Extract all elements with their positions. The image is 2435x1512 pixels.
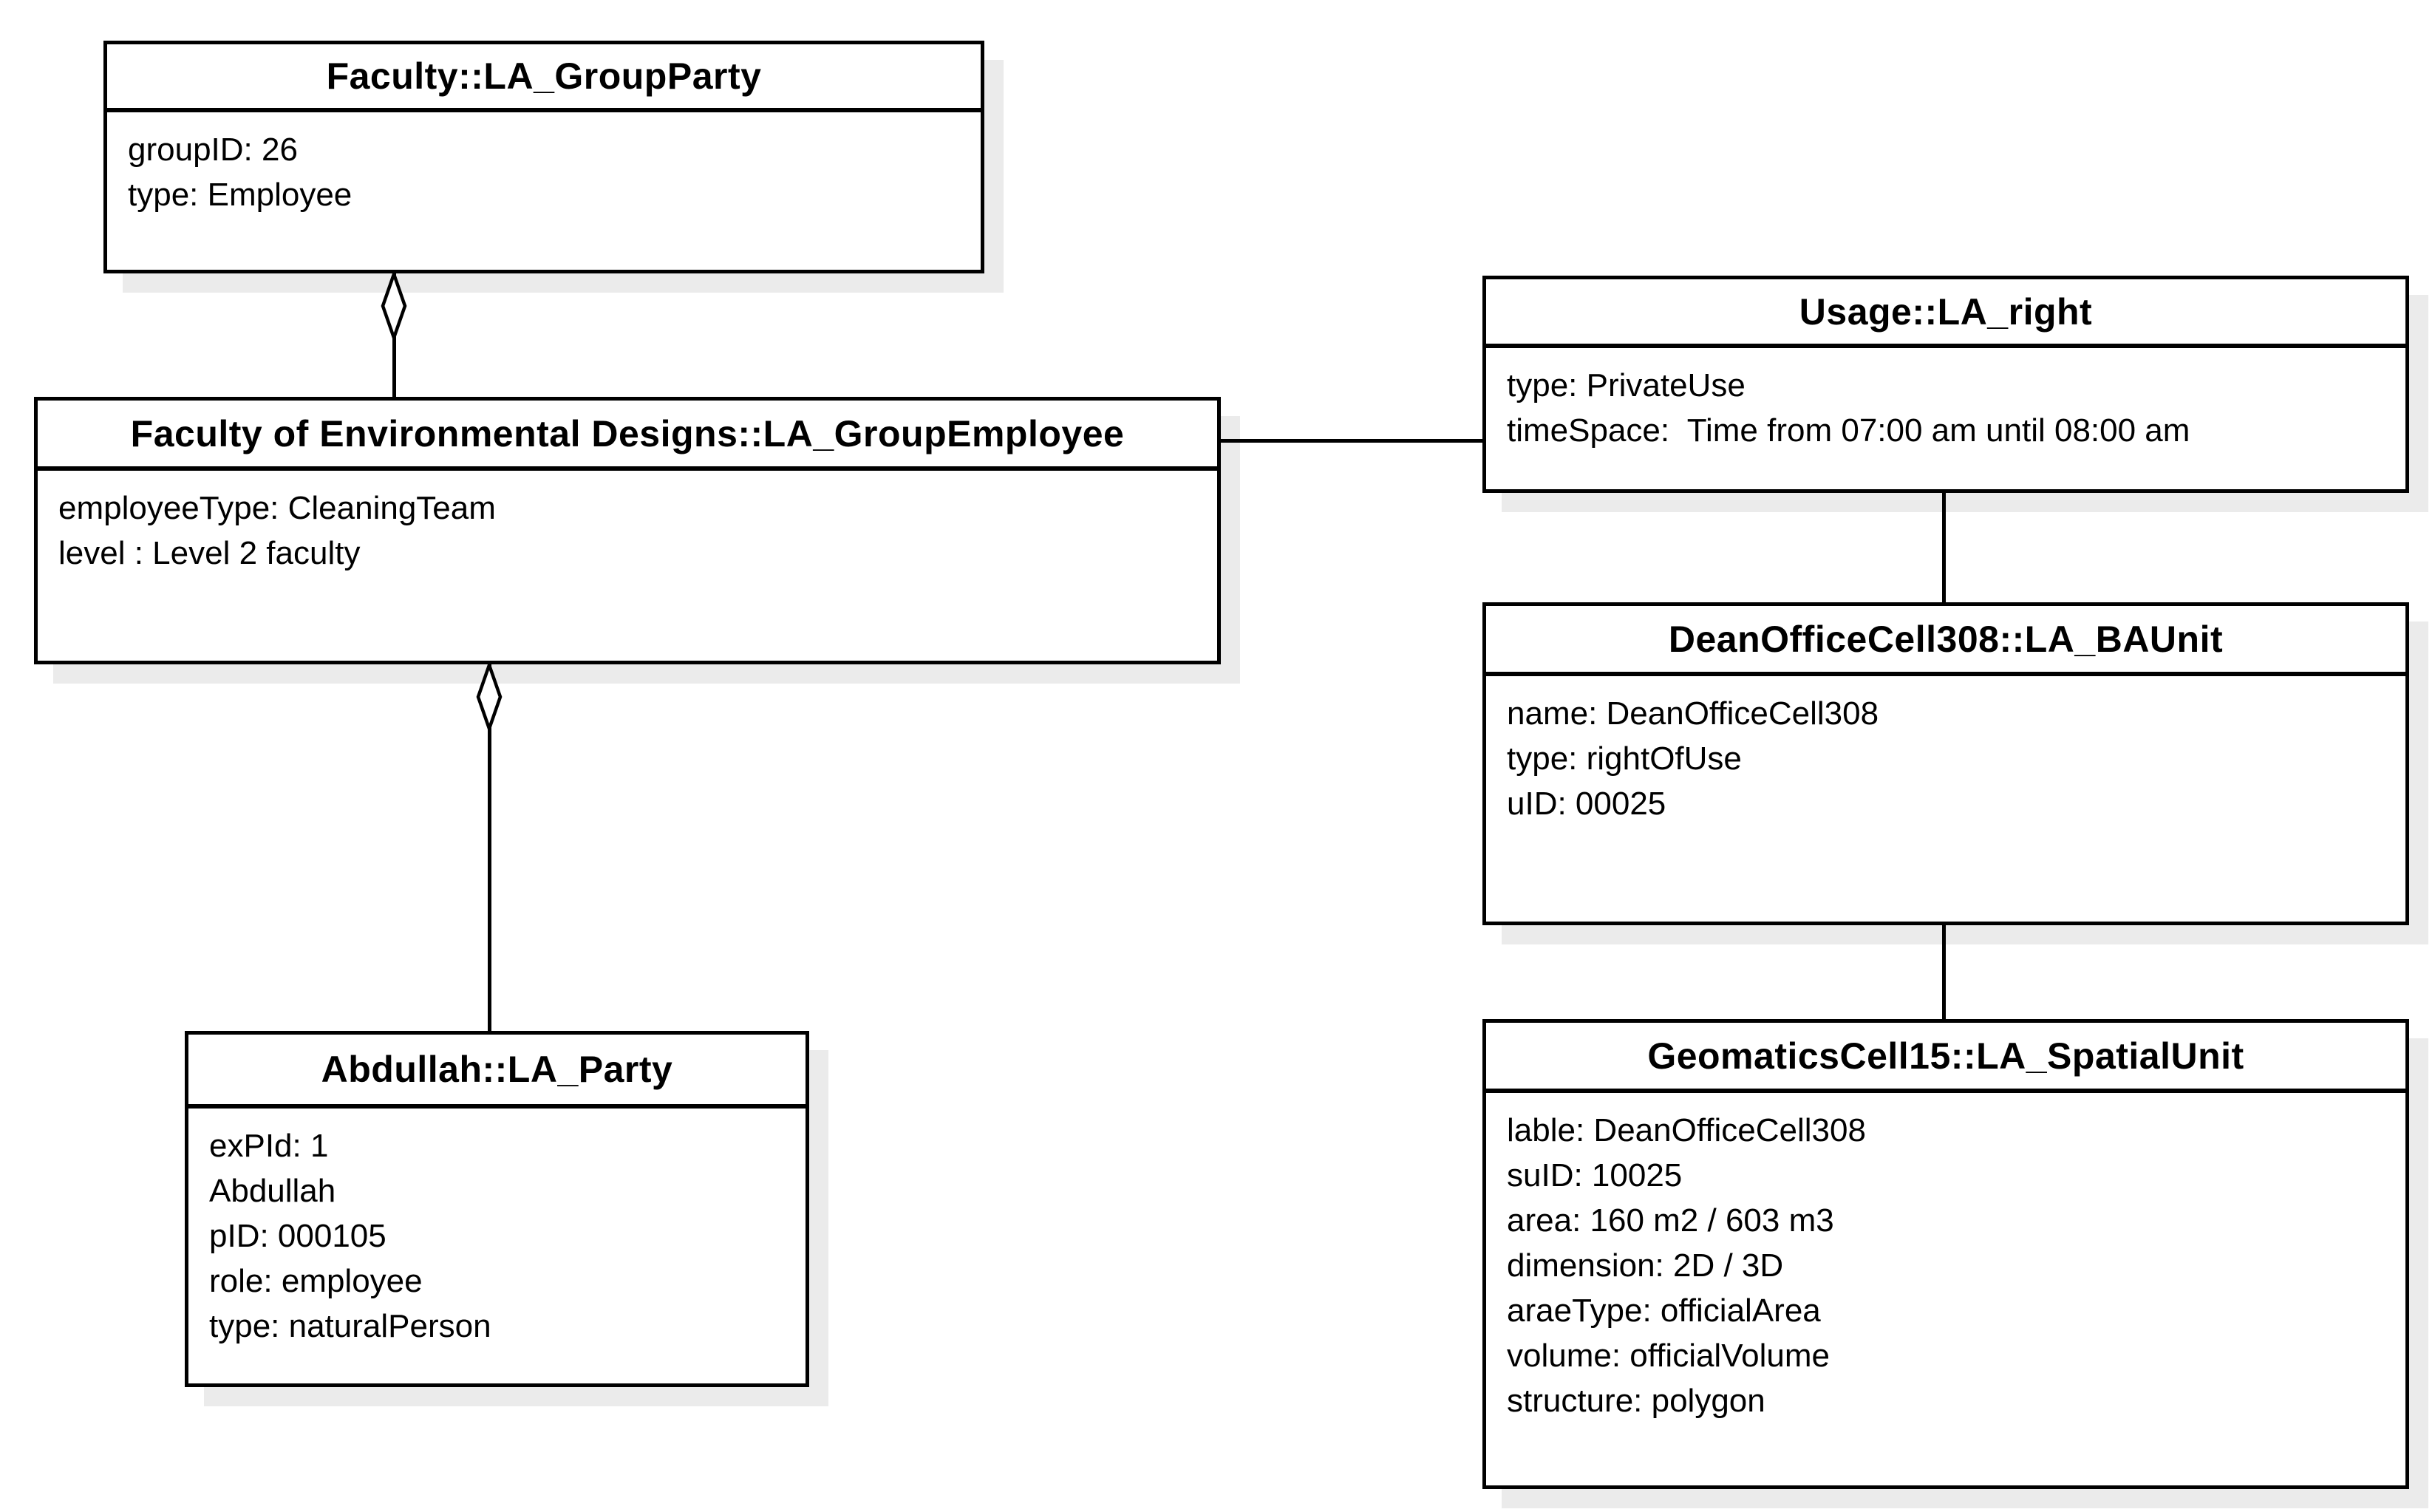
class-attribute: dimension: 2D / 3D xyxy=(1507,1247,1784,1284)
class-title: GeomaticsCell15::LA_SpatialUnit xyxy=(1486,1023,2405,1093)
class-attribute: araeType: officialArea xyxy=(1507,1293,1821,1329)
class-attribute: Abdullah xyxy=(209,1173,336,1209)
class-attribute: exPId: 1 xyxy=(209,1128,329,1164)
class-geomaticscell15-la-spatialunit: GeomaticsCell15::LA_SpatialUnit lable: D… xyxy=(1482,1019,2409,1489)
class-attribute: name: DeanOfficeCell308 xyxy=(1507,695,1879,732)
class-attribute: type: naturalPerson xyxy=(209,1308,491,1344)
aggregation-diamond-icon xyxy=(381,272,407,340)
association-line-usage-to-baunit xyxy=(1942,491,1946,604)
class-attribute: level : Level 2 faculty xyxy=(58,535,361,571)
class-attribute: groupID: 26 xyxy=(128,132,298,168)
class-abdullah-la-party: Abdullah::LA_Party exPId: 1 Abdullah pID… xyxy=(185,1031,809,1387)
class-attribute: volume: officialVolume xyxy=(1507,1338,1830,1374)
aggregation-line-groupemployee-to-party xyxy=(488,663,491,1032)
class-faculty-la-groupparty: Faculty::LA_GroupParty groupID: 26 type:… xyxy=(103,41,984,273)
class-attribute-compartment: groupID: 26 type: Employee xyxy=(107,112,981,217)
class-title: Usage::LA_right xyxy=(1486,279,2405,348)
class-attribute: area: 160 m2 / 603 m3 xyxy=(1507,1202,1834,1239)
class-attribute-compartment: name: DeanOfficeCell308 type: rightOfUse… xyxy=(1486,676,2405,826)
class-title: Faculty::LA_GroupParty xyxy=(107,44,981,112)
aggregation-diamond-icon xyxy=(476,663,503,731)
class-attribute: uID: 00025 xyxy=(1507,786,1666,822)
class-attribute: structure: polygon xyxy=(1507,1383,1765,1419)
class-attribute: type: rightOfUse xyxy=(1507,740,1742,777)
class-title: Faculty of Environmental Designs::LA_Gro… xyxy=(38,401,1217,471)
class-title: DeanOfficeCell308::LA_BAUnit xyxy=(1486,606,2405,676)
class-attribute-compartment: exPId: 1 Abdullah pID: 000105 role: empl… xyxy=(188,1109,806,1349)
class-attribute: pID: 000105 xyxy=(209,1218,386,1254)
class-attribute-compartment: employeeType: CleaningTeam level : Level… xyxy=(38,471,1217,576)
class-attribute: employeeType: CleaningTeam xyxy=(58,490,496,526)
class-attribute: lable: DeanOfficeCell308 xyxy=(1507,1112,1866,1148)
class-faculty-environmental-designs-la-groupemployee: Faculty of Environmental Designs::LA_Gro… xyxy=(34,397,1221,664)
class-attribute: role: employee xyxy=(209,1263,423,1299)
class-attribute: timeSpace: Time from 07:00 am until 08:0… xyxy=(1507,412,2190,449)
class-attribute: suID: 10025 xyxy=(1507,1157,1683,1193)
class-deanofficecell308-la-baunit: DeanOfficeCell308::LA_BAUnit name: DeanO… xyxy=(1482,602,2409,925)
class-attribute-compartment: lable: DeanOfficeCell308 suID: 10025 are… xyxy=(1486,1093,2405,1423)
class-title: Abdullah::LA_Party xyxy=(188,1035,806,1109)
association-line-baunit-to-spatialunit xyxy=(1942,924,1946,1021)
association-line-groupemployee-to-usage xyxy=(1219,439,1484,443)
class-attribute-compartment: type: PrivateUse timeSpace: Time from 07… xyxy=(1486,348,2405,453)
class-attribute: type: PrivateUse xyxy=(1507,367,1746,403)
class-attribute: type: Employee xyxy=(128,177,353,213)
class-usage-la-right: Usage::LA_right type: PrivateUse timeSpa… xyxy=(1482,276,2409,493)
